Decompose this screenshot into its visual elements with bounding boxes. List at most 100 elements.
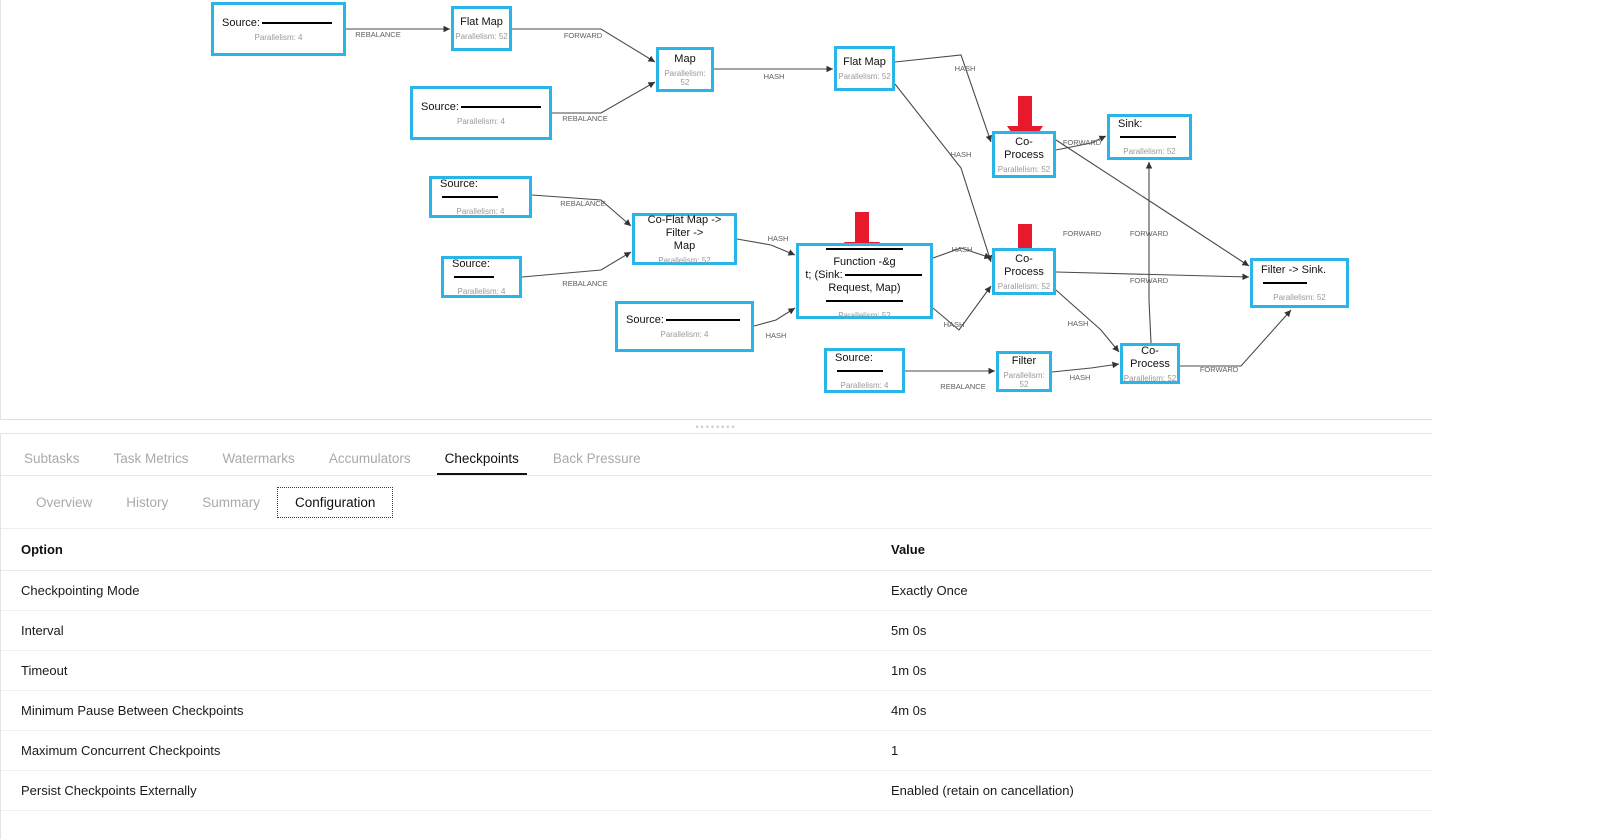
- config-option-value: 5m 0s: [871, 610, 1432, 651]
- graph-node-src2[interactable]: Source: Parallelism: 4: [410, 86, 552, 140]
- graph-node-parallelism: Parallelism: 52: [658, 255, 711, 265]
- tab-subtasks[interactable]: Subtasks: [24, 451, 80, 466]
- redaction-bar: [837, 369, 883, 372]
- tab-task-metrics[interactable]: Task Metrics: [113, 451, 189, 466]
- graph-node-src3[interactable]: Source:Parallelism: 4: [429, 176, 532, 218]
- graph-node-parallelism: Parallelism: 4: [456, 116, 505, 126]
- graph-node-title: Sink:: [1110, 118, 1189, 144]
- edge-label: REBALANCE: [562, 114, 607, 123]
- subtab-overview[interactable]: Overview: [36, 494, 93, 510]
- graph-node-title: Flat Map: [843, 56, 886, 68]
- edge-label: HASH: [1068, 319, 1089, 328]
- graph-node-src4[interactable]: Source:Parallelism: 4: [441, 256, 522, 298]
- graph-node-title: Source:: [214, 17, 343, 30]
- table-header-row: Option Value: [1, 529, 1432, 571]
- graph-node-title: Source:: [444, 258, 519, 284]
- graph-node-filtersink[interactable]: Filter -> Sink. Parallelism: 52: [1250, 258, 1349, 308]
- tab-checkpoints[interactable]: Checkpoints: [428, 451, 536, 475]
- graph-node-title: Source:: [413, 101, 549, 114]
- graph-node-parallelism: Parallelism: 52: [1123, 373, 1177, 383]
- graph-node-src6[interactable]: Source:Parallelism: 4: [824, 348, 905, 393]
- graph-node-title: Co-Process: [1004, 252, 1044, 278]
- graph-node-src5[interactable]: Source:Parallelism: 4: [615, 301, 754, 352]
- graph-node-title: Co-Process: [1004, 135, 1044, 161]
- column-header-option: Option: [1, 529, 871, 571]
- subtab-history[interactable]: History: [126, 494, 169, 510]
- config-option-name: Interval: [1, 610, 871, 651]
- graph-node-parallelism: Parallelism: 52: [664, 68, 706, 87]
- edge-label: HASH: [952, 245, 973, 254]
- graph-node-parallelism: Parallelism: 52: [997, 164, 1051, 174]
- redaction-bar: [454, 276, 494, 279]
- config-option-name: Timeout: [1, 650, 871, 691]
- table-head: Option Value: [1, 529, 1432, 571]
- graph-node-parallelism: Parallelism: 52: [838, 310, 891, 320]
- redaction-bar: [460, 105, 541, 108]
- graph-node-title-line: Function -&g: [803, 243, 926, 269]
- graph-node-parallelism: Parallelism: 4: [254, 32, 303, 42]
- edge-label: REBALANCE: [940, 382, 985, 391]
- graph-node-parallelism: Parallelism: 52: [838, 72, 891, 81]
- tab-watermarks[interactable]: Watermarks: [222, 451, 295, 466]
- edge-label: FORWARD: [1200, 365, 1239, 374]
- graph-node-parallelism: Parallelism: 52: [1123, 147, 1176, 156]
- job-detail-bottom-pane: Subtasks Task Metrics Watermarks Accumulato…: [0, 433, 1432, 839]
- redaction-bar: [844, 273, 922, 276]
- redaction-bar: [665, 319, 740, 322]
- graph-node-title-line: Sink:: [1118, 118, 1185, 144]
- splitter-grip[interactable]: ••••••••: [695, 422, 737, 432]
- edge-label: FORWARD: [1063, 229, 1102, 238]
- tab-back-pressure[interactable]: Back Pressure: [552, 451, 641, 466]
- edge-label: HASH: [1070, 373, 1091, 382]
- tab-accumulators[interactable]: Accumulators: [328, 451, 411, 466]
- config-option-value: 1m 0s: [871, 650, 1432, 691]
- graph-node-parallelism: Parallelism: 52: [1273, 293, 1326, 302]
- config-option-name: Maximum Concurrent Checkpoints: [1, 730, 871, 771]
- graph-node-title: Flat Map: [460, 16, 503, 28]
- graph-node-title-line: Request, Map): [803, 282, 926, 308]
- job-graph-pane[interactable]: REBALANCE FORWARD REBALANCE HASH HASH HASH REB…: [0, 0, 1432, 419]
- graph-node-title-line: Filter -> Sink.: [1261, 264, 1342, 290]
- redaction-bar: [261, 21, 332, 24]
- subtab-summary[interactable]: Summary: [202, 494, 261, 510]
- edge-label: REBALANCE: [562, 279, 607, 288]
- config-option-name: Checkpointing Mode: [1, 570, 871, 611]
- edge-label: HASH: [944, 320, 965, 329]
- redaction-bar: [826, 247, 903, 250]
- redaction-bar: [826, 299, 903, 302]
- checkpoints-subtabbar: Overview History Summary Configuration: [1, 476, 1432, 529]
- graph-node-title-line: Source:: [452, 258, 515, 284]
- edge-label: HASH: [768, 234, 789, 243]
- config-option-name: Minimum Pause Between Checkpoints: [1, 690, 871, 731]
- graph-node-sink1[interactable]: Sink: Parallelism: 52: [1107, 114, 1192, 160]
- graph-node-title-line: Source:: [626, 314, 747, 327]
- edge-label: HASH: [951, 150, 972, 159]
- primary-tabbar: Subtasks Task Metrics Watermarks Accumulato…: [1, 434, 1432, 476]
- pane-splitter[interactable]: ••••••••: [0, 419, 1432, 434]
- graph-node-src1[interactable]: Source: Parallelism: 4: [211, 2, 346, 56]
- config-option-value: Enabled (retain on cancellation): [871, 770, 1432, 811]
- graph-node-title: Map: [674, 52, 696, 65]
- config-option-value: Exactly Once: [871, 570, 1432, 611]
- subtab-configuration[interactable]: Configuration: [277, 486, 394, 518]
- graph-node-parallelism: Parallelism: 52: [1003, 370, 1045, 389]
- graph-node-parallelism: Parallelism: 4: [456, 207, 505, 216]
